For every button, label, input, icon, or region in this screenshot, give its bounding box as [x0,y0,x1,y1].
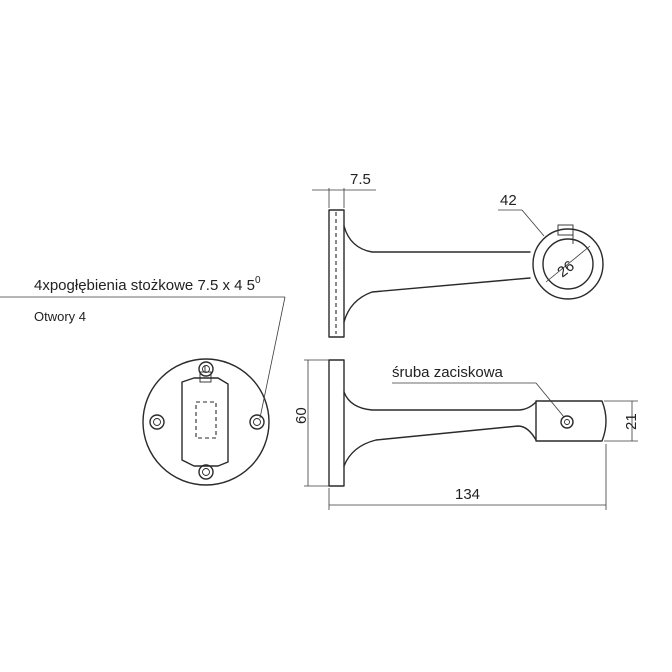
base-plate-outline [142,358,270,486]
countersunk-hole-top [198,361,214,377]
countersunk-hole-left [149,414,165,430]
clamp-sleeve [535,400,607,442]
dim-clamp-height: 21 [623,413,640,430]
clamp-screw [560,415,574,429]
hole-leader [0,296,286,419]
hidden-slot [195,401,217,439]
side-arm [343,391,537,467]
set-screw-top [199,371,212,383]
countersunk-hole-bottom [198,464,214,480]
dim-plate-height: 60 [293,407,310,424]
mounting-body [181,377,229,467]
holes-count-label: Otwory 4 [34,309,86,324]
side-plate [328,359,345,487]
holes-spec-label: 4xpogłębienia stożkowe 7.5 x 4 50 [34,275,261,294]
ring-inner [542,238,594,290]
front-view-base-plate [142,358,270,486]
dim-ring-inner: 26 [554,257,578,281]
side-view-bracket [304,359,638,510]
ring-outer [532,228,604,300]
top-view-bracket [312,188,604,338]
dim-total-length: 134 [455,486,480,503]
clamp-screw-label: śruba zaciskowa [392,364,504,381]
dim-ring-outer: 42 [500,192,517,209]
dim-plate-thickness: 7.5 [350,171,371,188]
top-plate [328,209,345,338]
top-arm [343,225,531,323]
ring-clamp-tab [557,224,574,236]
countersunk-hole-right [249,414,265,430]
